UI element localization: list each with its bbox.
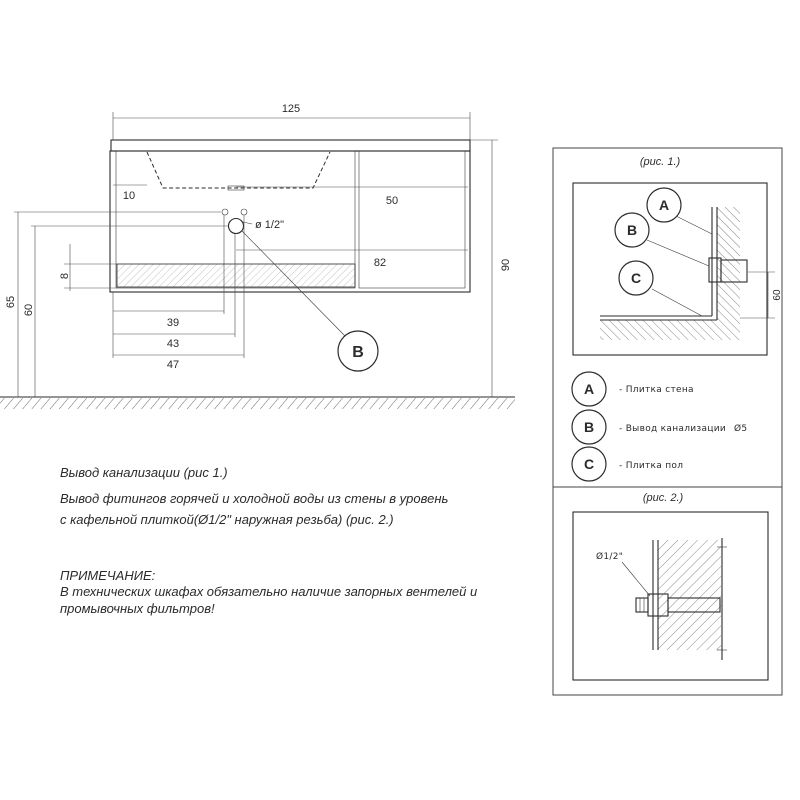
- technical-shelf: [116, 263, 356, 288]
- legend-item-b: B - Вывод канализации Ø5: [571, 409, 747, 445]
- dimension-bottom-group: 39 43 47: [112, 215, 245, 371]
- fitting-thread: [635, 597, 649, 613]
- floor-section: [600, 320, 717, 340]
- wall-section: [717, 207, 740, 340]
- dimension-label-50: 50: [386, 195, 398, 207]
- dimension-label-47: 47: [167, 359, 179, 371]
- detail-panel-frame: [552, 147, 783, 696]
- main-front-view: 125 10 50 82: [0, 103, 515, 409]
- dimension-label-82: 82: [374, 257, 386, 269]
- sewer-outlet: [227, 217, 245, 235]
- hot-water-fitting: [240, 208, 248, 216]
- callout-a-leader: [675, 215, 713, 235]
- figure-1: (рис. 1.) 60 A B C: [572, 156, 783, 356]
- cold-water-fitting: [221, 208, 229, 216]
- dimension-label-125: 125: [282, 103, 300, 115]
- legend-c-text: - Плитка пол: [619, 461, 683, 471]
- fitting-diameter-label: ø 1/2": [255, 219, 284, 231]
- figure-2-frame: [572, 511, 769, 681]
- fitting-leader: [621, 561, 651, 597]
- floor-line: [0, 396, 515, 409]
- floor-hatching: [0, 398, 515, 409]
- detail-panel: (рис. 1.) 60 A B C: [552, 147, 783, 696]
- callout-letter: B: [352, 344, 364, 361]
- right-compartment: [358, 150, 466, 289]
- legend-item-c: C - Плитка пол: [571, 446, 683, 482]
- callout-c-circle: [618, 260, 654, 296]
- figure-2-title: (рис. 2.): [643, 492, 684, 504]
- dimension-label-8: 8: [59, 273, 71, 279]
- remark-title: ПРИМЕЧАНИЕ:: [60, 568, 156, 583]
- legend-c-circle: [571, 446, 607, 482]
- dimension-label-65: 65: [5, 296, 17, 308]
- dimension-height-90: 90: [470, 139, 512, 397]
- remark-line-2: промывочных фильтров!: [60, 601, 215, 616]
- sink-drain: [227, 185, 245, 191]
- sink-bowl-outline: [146, 151, 331, 189]
- water-fittings: ø 1/2": [14, 208, 284, 235]
- outlet-height-label: 60: [772, 289, 783, 301]
- callout-b-leader: [646, 239, 710, 267]
- dimension-sink-offset: 10: [113, 184, 147, 202]
- figure-1-frame: [572, 182, 768, 356]
- figure-1-title: (рис. 1.): [640, 156, 681, 168]
- figure-2: (рис. 2.) Ø1/2": [572, 492, 769, 681]
- countertop: [110, 139, 471, 152]
- callout-circle: [337, 330, 379, 372]
- legend-a-circle: [571, 371, 607, 407]
- callout-a-circle: [646, 187, 682, 223]
- callout-b-circle: [614, 212, 650, 248]
- dimension-82: 82: [236, 249, 468, 269]
- remark-line-1: В технических шкафах обязательно наличие…: [60, 584, 477, 599]
- sewer-fitting-pipe: [720, 259, 748, 283]
- dimension-label-43: 43: [167, 338, 179, 350]
- callout-b: B: [241, 230, 379, 372]
- callout-a-letter: A: [659, 197, 669, 213]
- dimension-label-10: 10: [123, 190, 135, 202]
- dimension-50: 50: [236, 186, 468, 207]
- dimension-label-90: 90: [500, 259, 512, 271]
- vanity-cabinet: [109, 139, 471, 293]
- legend-c-letter: C: [584, 456, 594, 472]
- legend-a-text: - Плитка стена: [619, 385, 694, 395]
- dimension-label-39: 39: [167, 317, 179, 329]
- note-fittings-line-2: с кафельной плиткой(Ø1/2" наружная резьб…: [60, 512, 394, 527]
- legend-b-circle: [571, 409, 607, 445]
- fitting-leader: [242, 221, 253, 225]
- legend: A - Плитка стена B - Вывод канализации Ø…: [571, 371, 747, 482]
- dimension-overall-width: 125: [112, 103, 471, 140]
- dimension-label-60: 60: [23, 304, 35, 316]
- callout-c-leader: [651, 288, 703, 317]
- dimension-height-65: 65: [5, 212, 19, 397]
- installation-notes: Вывод канализации (рис 1.) Вывод фитинго…: [60, 465, 477, 616]
- fitting-diameter-label: Ø1/2": [596, 551, 623, 562]
- legend-b-letter: B: [584, 419, 594, 435]
- legend-b-diameter: Ø5: [734, 423, 747, 434]
- callout-c-letter: C: [631, 270, 641, 286]
- left-compartment: [115, 150, 356, 289]
- legend-a-letter: A: [584, 381, 594, 397]
- callout-b-letter: B: [627, 222, 637, 238]
- dimension-height-60: 60: [23, 226, 36, 397]
- note-fittings-line-1: Вывод фитингов горячей и холодной воды и…: [60, 491, 449, 506]
- note-sewer-outlet: Вывод канализации (рис 1.): [60, 465, 228, 480]
- legend-item-a: A - Плитка стена: [571, 371, 694, 407]
- legend-b-text: - Вывод канализации: [619, 424, 726, 434]
- dimension-shelf-8: 8: [59, 244, 117, 291]
- callout-leader: [241, 230, 346, 337]
